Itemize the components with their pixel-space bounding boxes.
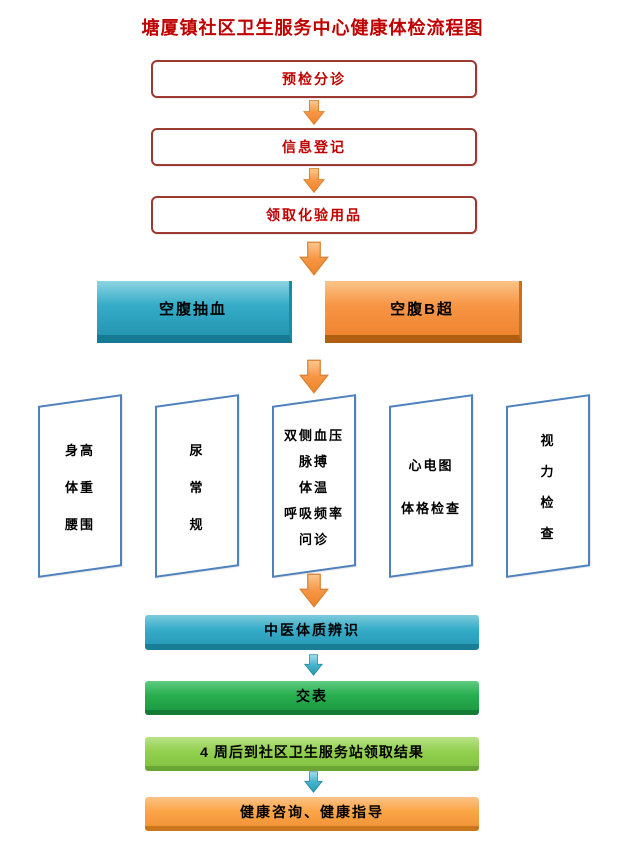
exam-lines: 双侧血压 脉搏 体温 呼吸频率 问诊 (274, 402, 354, 570)
exam-line: 腰围 (64, 516, 95, 532)
step-box-collect-lab-supplies: 领取化验用品 (151, 196, 477, 234)
bar-health-guidance: 健康咨询、健康指导 (145, 797, 479, 831)
bar-label: 4 周后到社区卫生服务站领取结果 (200, 743, 424, 760)
down-arrow-icon (304, 771, 323, 793)
exam-lines: 心电图 体格检查 (391, 402, 471, 570)
box-label: 空腹B超 (390, 300, 454, 318)
exam-lines: 尿 常 规 (157, 402, 237, 570)
bar-tcm-constitution: 中医体质辨识 (145, 615, 479, 650)
down-arrow-icon (303, 100, 325, 126)
step-label: 信息登记 (282, 139, 346, 155)
exam-line: 检 (540, 495, 556, 510)
down-arrow-icon (299, 241, 329, 276)
box-fasting-b-ultrasound: 空腹B超 (325, 281, 522, 343)
exam-line: 常 (189, 479, 205, 495)
bar-collect-results: 4 周后到社区卫生服务站领取结果 (145, 737, 479, 771)
step-label: 领取化验用品 (266, 207, 362, 223)
exam-line: 视 (540, 433, 556, 448)
exam-lines: 身高 体重 腰围 (40, 402, 120, 570)
down-arrow-icon (304, 654, 323, 676)
exam-shape-vitals-consultation: 双侧血压 脉搏 体温 呼吸频率 问诊 (272, 394, 356, 578)
exam-line: 力 (540, 464, 556, 479)
box-fasting-blood-draw: 空腹抽血 (97, 281, 292, 343)
step-label: 预检分诊 (282, 71, 346, 87)
exam-shape-ecg-physical: 心电图 体格检查 (389, 394, 473, 578)
box-label: 空腹抽血 (158, 300, 227, 318)
exam-line: 规 (189, 516, 205, 532)
step-box-pre-check-triage: 预检分诊 (151, 60, 477, 98)
bar-submit-form: 交表 (145, 681, 479, 715)
exam-shape-urine-routine: 尿 常 规 (155, 394, 239, 578)
bar-label: 中医体质辨识 (264, 621, 360, 638)
exam-line: 体格检查 (400, 501, 461, 516)
exam-line: 脉搏 (298, 453, 329, 469)
exam-line: 体温 (298, 479, 329, 495)
exam-line: 心电图 (408, 458, 454, 473)
down-arrow-icon (303, 168, 325, 194)
page-title: 塘厦镇社区卫生服务中心健康体检流程图 (141, 18, 484, 38)
exam-line: 身高 (64, 442, 95, 458)
exam-line: 体重 (64, 479, 95, 495)
exam-shape-height-weight-waist: 身高 体重 腰围 (38, 394, 122, 578)
step-box-info-registration: 信息登记 (151, 128, 477, 166)
exam-lines: 视 力 检 查 (508, 402, 588, 570)
exam-line: 问诊 (298, 531, 329, 547)
down-arrow-icon (299, 359, 329, 394)
bar-label: 交表 (296, 687, 328, 704)
bar-label: 健康咨询、健康指导 (240, 803, 384, 820)
down-arrow-icon (299, 573, 329, 608)
exam-line: 双侧血压 (283, 427, 344, 443)
exam-line: 尿 (189, 442, 205, 458)
exam-line: 查 (540, 526, 556, 541)
exam-shape-vision-check: 视 力 检 查 (506, 394, 590, 578)
exam-line: 呼吸频率 (283, 505, 344, 521)
